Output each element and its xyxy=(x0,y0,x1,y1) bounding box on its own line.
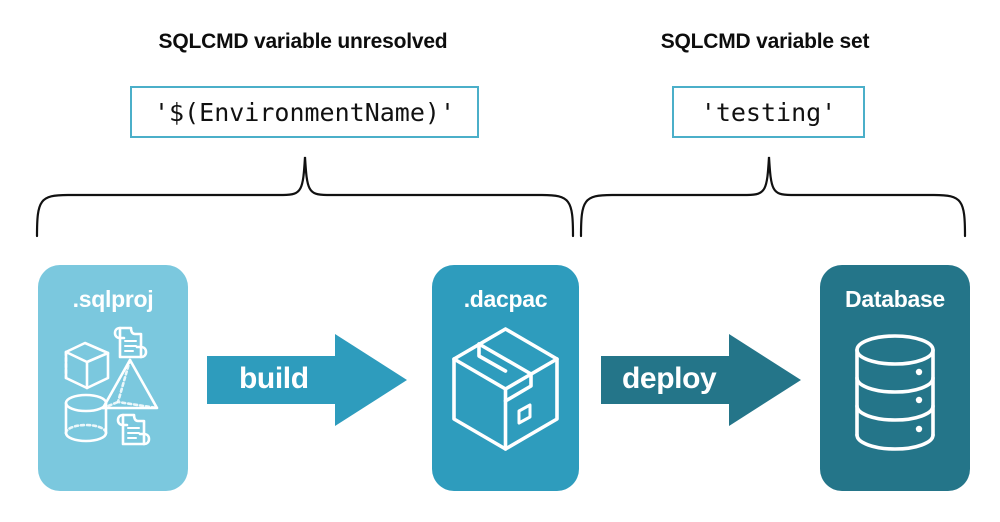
code-box-testing: 'testing' xyxy=(672,86,865,138)
arrow-build xyxy=(207,334,407,426)
arrow-label-deploy: deploy xyxy=(622,362,717,395)
package-box-icon xyxy=(452,327,559,451)
artifact-label-dacpac: .dacpac xyxy=(463,286,548,312)
artifact-box-sqlproj: .sqlproj xyxy=(38,265,188,491)
scroll-icon xyxy=(116,413,151,446)
sqlproj-icon-cluster xyxy=(64,326,159,446)
cylinder-icon xyxy=(64,393,108,443)
arrow-deploy-shape xyxy=(601,334,801,426)
arrow-build-shape xyxy=(207,334,407,426)
arrow-label-build: build xyxy=(239,362,309,395)
right-curly-brace-icon xyxy=(579,156,967,238)
artifact-label-sqlproj: .sqlproj xyxy=(72,286,154,312)
artifact-label-database: Database xyxy=(845,286,945,312)
pyramid-icon xyxy=(101,358,159,410)
cube-icon xyxy=(64,341,110,390)
heading-sqlcmd-variable-set: SQLCMD variable set xyxy=(660,30,870,53)
database-cylinder-icon xyxy=(855,334,935,451)
heading-sqlcmd-variable-unresolved: SQLCMD variable unresolved xyxy=(158,30,448,53)
left-curly-brace-icon xyxy=(35,156,575,238)
arrow-deploy xyxy=(601,334,801,426)
code-text-testing: 'testing' xyxy=(700,97,837,127)
code-text-environment-name: '$(EnvironmentName)' xyxy=(153,97,456,127)
scroll-icon xyxy=(113,326,148,359)
code-box-environment-name: '$(EnvironmentName)' xyxy=(130,86,479,138)
artifact-box-dacpac: .dacpac xyxy=(432,265,579,491)
artifact-box-database: Database xyxy=(820,265,970,491)
